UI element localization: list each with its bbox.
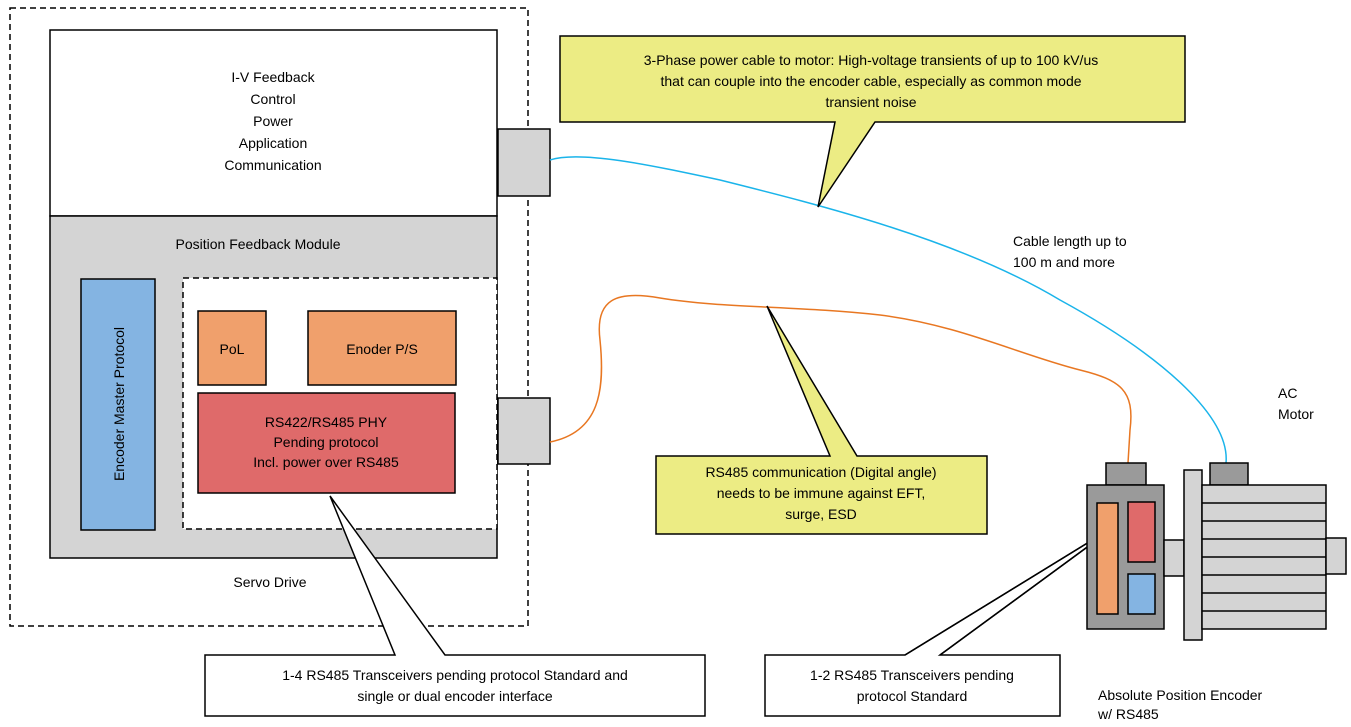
servo-drive-label: Servo Drive bbox=[233, 574, 306, 590]
power-cable-callout-line-1: 3-Phase power cable to motor: High-volta… bbox=[644, 52, 1098, 68]
encoder-master-protocol-label: Encoder Master Protocol bbox=[111, 327, 127, 481]
motor-shaft bbox=[1325, 537, 1347, 575]
encoder-transceivers-line-1: 1-2 RS485 Transceivers pending bbox=[810, 667, 1014, 683]
control-block bbox=[49, 29, 498, 217]
position-feedback-module-label: Position Feedback Module bbox=[176, 236, 341, 252]
power-cable-callout bbox=[559, 35, 1186, 208]
encoder-callout-pointer bbox=[904, 522, 1121, 656]
drive-transceivers-line-1: 1-4 RS485 Transceivers pending protocol … bbox=[282, 667, 628, 683]
motor-coupling bbox=[1163, 539, 1185, 577]
encoder-blue-chip bbox=[1127, 573, 1156, 615]
phy-line-1: RS422/RS485 PHY bbox=[265, 414, 388, 430]
control-line-3: Power bbox=[253, 113, 293, 129]
drive-transceivers-line-2: single or dual encoder interface bbox=[357, 688, 553, 704]
encoder-label-line-1: Absolute Position Encoder bbox=[1098, 687, 1263, 703]
encoder-transceivers-line-2: protocol Standard bbox=[857, 688, 968, 704]
ac-motor-line-2: Motor bbox=[1278, 406, 1314, 422]
phy-block bbox=[197, 392, 456, 494]
cable-length-line-1: Cable length up to bbox=[1013, 233, 1127, 249]
drive-transceivers-callout bbox=[204, 495, 706, 717]
motor-top-connector bbox=[1209, 462, 1249, 486]
rs485-comm-callout-line-2: needs to be immune against EFT, bbox=[717, 485, 926, 501]
encoder-ps-label: Enoder P/S bbox=[346, 341, 418, 357]
cable-length-line-2: 100 m and more bbox=[1013, 254, 1115, 270]
absolute-encoder bbox=[1086, 462, 1165, 630]
encoder-orange-chip bbox=[1096, 502, 1119, 615]
phy-line-3: Incl. power over RS485 bbox=[253, 454, 399, 470]
ac-motor-line-1: AC bbox=[1278, 385, 1297, 401]
control-line-4: Application bbox=[239, 135, 308, 151]
rs485-comm-callout-line-3: surge, ESD bbox=[785, 506, 857, 522]
phy-line-2: Pending protocol bbox=[273, 434, 378, 450]
ac-motor bbox=[1163, 462, 1347, 641]
control-line-2: Control bbox=[250, 91, 295, 107]
rs485-comm-callout-line-1: RS485 communication (Digital angle) bbox=[705, 464, 936, 480]
control-line-5: Communication bbox=[224, 157, 321, 173]
servo-drive-boundary bbox=[9, 7, 529, 627]
control-line-1: I-V Feedback bbox=[231, 69, 315, 85]
power-cable-callout-line-2: that can couple into the encoder cable, … bbox=[660, 73, 1081, 89]
power-connector bbox=[497, 128, 551, 197]
encoder-connector bbox=[497, 397, 551, 465]
encoder-ps-block bbox=[307, 310, 457, 386]
encoder-cable bbox=[549, 294, 1132, 464]
pol-label: PoL bbox=[220, 341, 245, 357]
pol-block bbox=[197, 310, 267, 386]
encoder-top-connector bbox=[1105, 462, 1147, 486]
encoder-master-protocol-block bbox=[80, 278, 156, 531]
power-cable-callout-line-3: transient noise bbox=[825, 94, 916, 110]
power-cable bbox=[549, 156, 1227, 464]
motor-flange bbox=[1183, 469, 1203, 641]
encoder-label-line-2: w/ RS485 bbox=[1097, 706, 1159, 722]
rs485-comm-callout bbox=[655, 305, 988, 535]
encoder-red-chip bbox=[1127, 501, 1156, 563]
